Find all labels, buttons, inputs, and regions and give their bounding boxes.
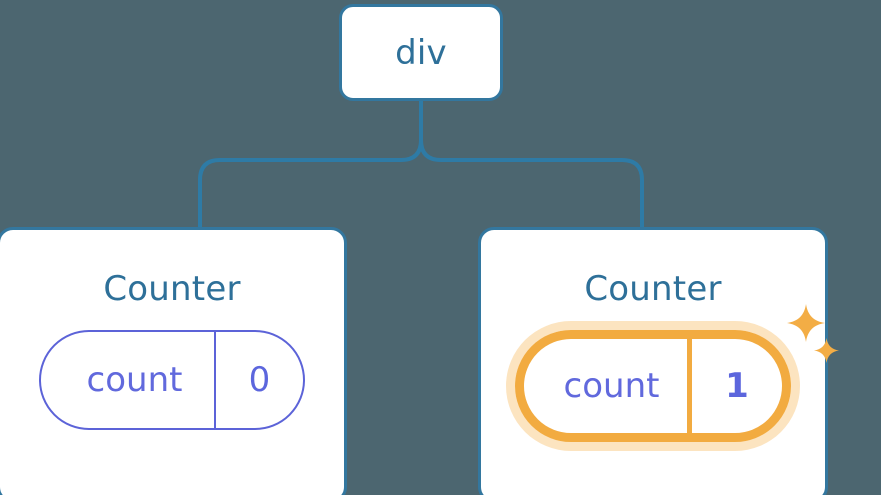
- state-pill-wrap-right: count 1: [515, 304, 839, 442]
- node-counter-right[interactable]: Counter count 1: [478, 227, 839, 495]
- state-key-right: count: [524, 339, 692, 433]
- state-pill-left[interactable]: count 0: [39, 330, 305, 430]
- state-value-left: 0: [248, 360, 271, 400]
- node-counter-left-title: Counter: [103, 269, 241, 309]
- state-pill-wrap-left: count 0: [39, 330, 305, 430]
- state-pill-right[interactable]: count 1: [515, 330, 791, 442]
- node-div-label: div: [395, 32, 447, 73]
- sparkle-group: [787, 304, 847, 374]
- state-value-right: 1: [725, 366, 749, 406]
- node-div[interactable]: div: [339, 4, 503, 101]
- state-key-left: count: [41, 332, 216, 428]
- sparkle-large-icon: [787, 304, 825, 342]
- node-counter-left[interactable]: Counter count 0: [0, 227, 347, 495]
- sparkle-small-icon: [814, 338, 839, 363]
- node-counter-right-title: Counter: [584, 269, 722, 309]
